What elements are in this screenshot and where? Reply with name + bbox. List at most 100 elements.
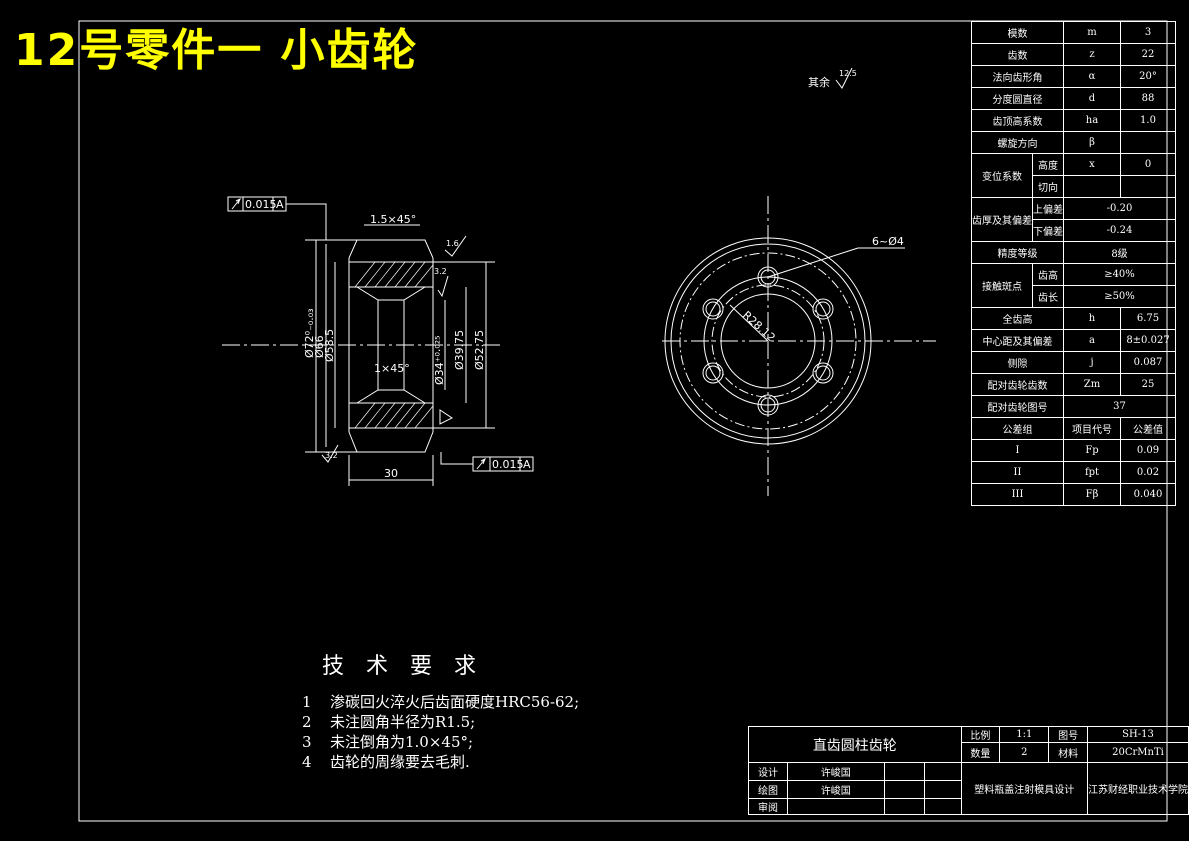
param-symbol: Fβ [1063, 483, 1121, 506]
param-value: 公差值 [1120, 417, 1176, 440]
param-symbol: ha [1063, 109, 1121, 132]
param-value [1120, 175, 1176, 198]
param-sub: 齿长 [1032, 285, 1064, 308]
part-name: 直齿圆柱齿轮 [748, 726, 962, 763]
param-name: 公差组 [971, 417, 1064, 440]
param-name: 接触斑点 [971, 263, 1033, 308]
bolt-holes [702, 266, 834, 416]
dim-d3975: Ø39.75 [453, 330, 466, 370]
param-value: -0.20 [1063, 197, 1176, 220]
drawer-name: 许峻国 [787, 780, 885, 799]
vertical-dimension-texts: Ø72⁰₋₀.₀₃ Ø66 Ø58.5 Ø34⁺⁰·⁰²⁵ Ø39.75 Ø52… [303, 308, 486, 385]
param-symbol: α [1063, 65, 1121, 88]
dim-roughness-bottom: 3.2 [325, 451, 338, 460]
tolerance-top-datum: A [276, 198, 284, 211]
param-value: 37 [1063, 395, 1176, 418]
param-name: 模数 [971, 21, 1064, 44]
param-value: 0.040 [1120, 483, 1176, 506]
param-symbol: Fp [1063, 439, 1121, 462]
tolerance-frame-bottom: 0.015 A [472, 456, 534, 472]
tech-item-text: 渗碳回火淬火后齿面硬度HRC56-62; [330, 693, 580, 711]
param-name: 全齿高 [971, 307, 1064, 330]
tech-requirements-title: 技术要求 [322, 654, 499, 679]
tech-item-number: 4 [302, 753, 312, 771]
scale-label: 比例 [960, 726, 1001, 743]
param-symbol: fpt [1063, 461, 1121, 484]
dim-d34: Ø34⁺⁰·⁰²⁵ [433, 335, 446, 385]
param-symbol: z [1063, 43, 1121, 66]
param-row: 接触斑点齿高≥40% [971, 263, 1176, 308]
param-value: 3 [1120, 21, 1176, 44]
param-name: 齿顶高系数 [971, 109, 1064, 132]
param-symbol: j [1063, 351, 1121, 374]
drawing-no-label: 图号 [1048, 726, 1088, 743]
param-value: 8级 [1063, 241, 1176, 264]
gear-front-view [662, 196, 936, 496]
tech-item-number: 2 [302, 713, 312, 731]
param-name: 齿厚及其偏差 [971, 197, 1033, 242]
dim-d58: Ø58.5 [323, 329, 336, 362]
param-name: 侧隙 [971, 351, 1064, 374]
dim-chamfer-top: 1.5×45° [370, 213, 416, 226]
material-value: 20CrMnTi [1086, 742, 1189, 763]
qty-label: 数量 [960, 742, 1001, 763]
tech-item: 1 渗碳回火淬火后齿面硬度HRC56-62; [302, 692, 579, 712]
tech-item-number: 1 [302, 693, 312, 711]
draw-label: 绘图 [747, 780, 789, 799]
param-value: ≥50% [1063, 285, 1176, 308]
tech-item-number: 3 [302, 733, 312, 751]
param-symbol: h [1063, 307, 1121, 330]
param-value: 88 [1120, 87, 1176, 110]
tolerance-bottom-value: 0.015 [492, 458, 524, 471]
dim-d66: Ø66 [313, 335, 326, 358]
designer-name: 许峻国 [787, 762, 885, 781]
param-sub: 切向 [1032, 175, 1064, 198]
param-sub: 齿高 [1032, 263, 1064, 286]
param-value: 0.087 [1120, 351, 1176, 374]
gear-section-view [222, 203, 500, 486]
dim-width: 30 [384, 467, 398, 480]
param-value: 22 [1120, 43, 1176, 66]
tolerance-bottom-datum: A [523, 458, 531, 471]
tech-item-text: 齿轮的周缘要去毛刺. [330, 753, 470, 771]
param-sub: 高度 [1032, 153, 1064, 176]
param-symbol: Zm [1063, 373, 1121, 396]
param-row: 公差组项目代号公差值 [971, 417, 1176, 440]
drawing-no-value: SH-13 [1086, 726, 1189, 743]
param-symbol: d [1063, 87, 1121, 110]
param-symbol: x [1063, 153, 1121, 176]
roughness-other-value: 12.5 [839, 69, 857, 78]
param-value: ≥40% [1063, 263, 1176, 286]
param-symbol: β [1063, 131, 1121, 154]
dim-chamfer-inner: 1×45° [374, 362, 410, 375]
dim-roughness-side: 3.2 [434, 267, 447, 276]
roughness-note-label: 其余 [808, 75, 830, 89]
param-value: 20° [1120, 65, 1176, 88]
param-name: 分度圆直径 [971, 87, 1064, 110]
param-symbol: m [1063, 21, 1121, 44]
param-name: 法向齿形角 [971, 65, 1064, 88]
param-row: 齿长≥50% [972, 285, 1176, 308]
param-row: 下偏差-0.24 [972, 219, 1176, 242]
design-label: 设计 [747, 762, 789, 781]
scale-value: 1:1 [999, 726, 1050, 743]
page-title: 12号零件一 小齿轮 [14, 25, 419, 76]
dim-holes: 6~Ø4 [872, 235, 904, 248]
param-name: 齿数 [971, 43, 1064, 66]
project-name: 塑料瓶盖注射模具设计 [960, 762, 1088, 815]
param-symbol: 项目代号 [1063, 417, 1121, 440]
param-value: 0.02 [1120, 461, 1176, 484]
